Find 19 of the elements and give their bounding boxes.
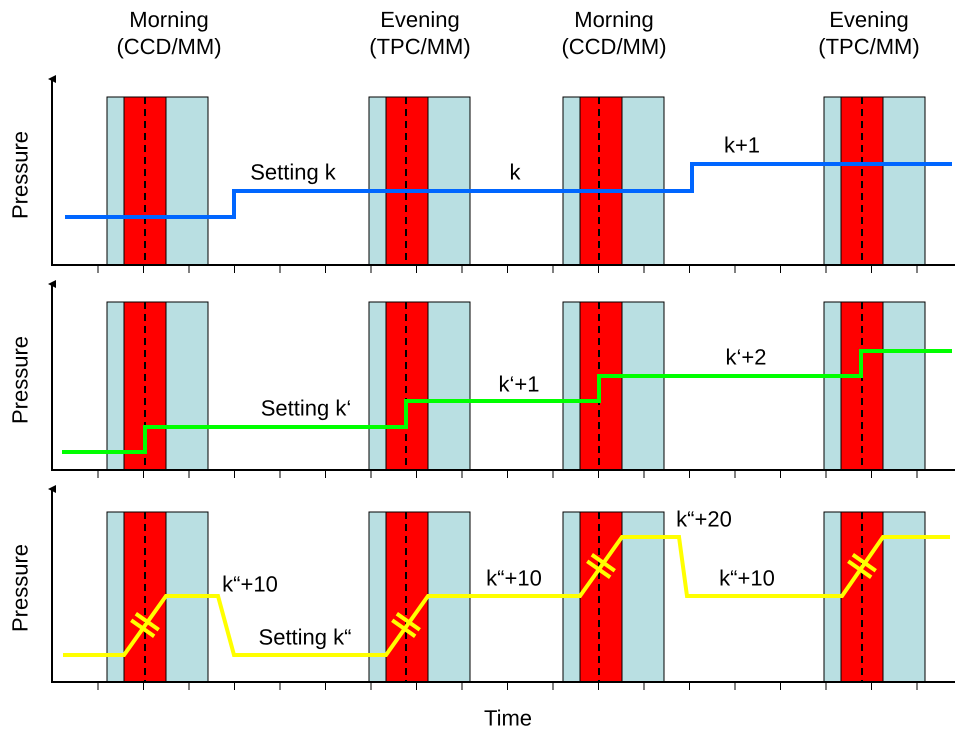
shift-heading: Morning (CCD/MM) xyxy=(115,6,223,60)
shift-heading: Morning (CCD/MM) xyxy=(560,6,668,60)
step-label: Setting k‘ xyxy=(260,394,352,422)
axis-title: Pressure xyxy=(6,336,34,424)
axis-title: Pressure xyxy=(6,130,34,220)
step-label: k“+10 xyxy=(486,564,542,592)
step-label: k‘+2 xyxy=(726,344,766,370)
shift-heading: Evening (TPC/MM) xyxy=(368,6,472,60)
step-label: Setting k xyxy=(250,158,336,186)
axis-title: Pressure xyxy=(6,544,34,632)
step-label: k‘+1 xyxy=(498,370,540,398)
step-label: k“+10 xyxy=(719,564,775,592)
step-label: k“+20 xyxy=(676,506,732,532)
step-label: k+1 xyxy=(724,132,760,158)
axis-title: Time xyxy=(484,704,532,731)
step-label: k“+10 xyxy=(222,570,278,598)
step-label: Setting k“ xyxy=(258,624,352,650)
step-label: k xyxy=(510,158,520,186)
shift-heading: Evening (TPC/MM) xyxy=(817,6,921,60)
